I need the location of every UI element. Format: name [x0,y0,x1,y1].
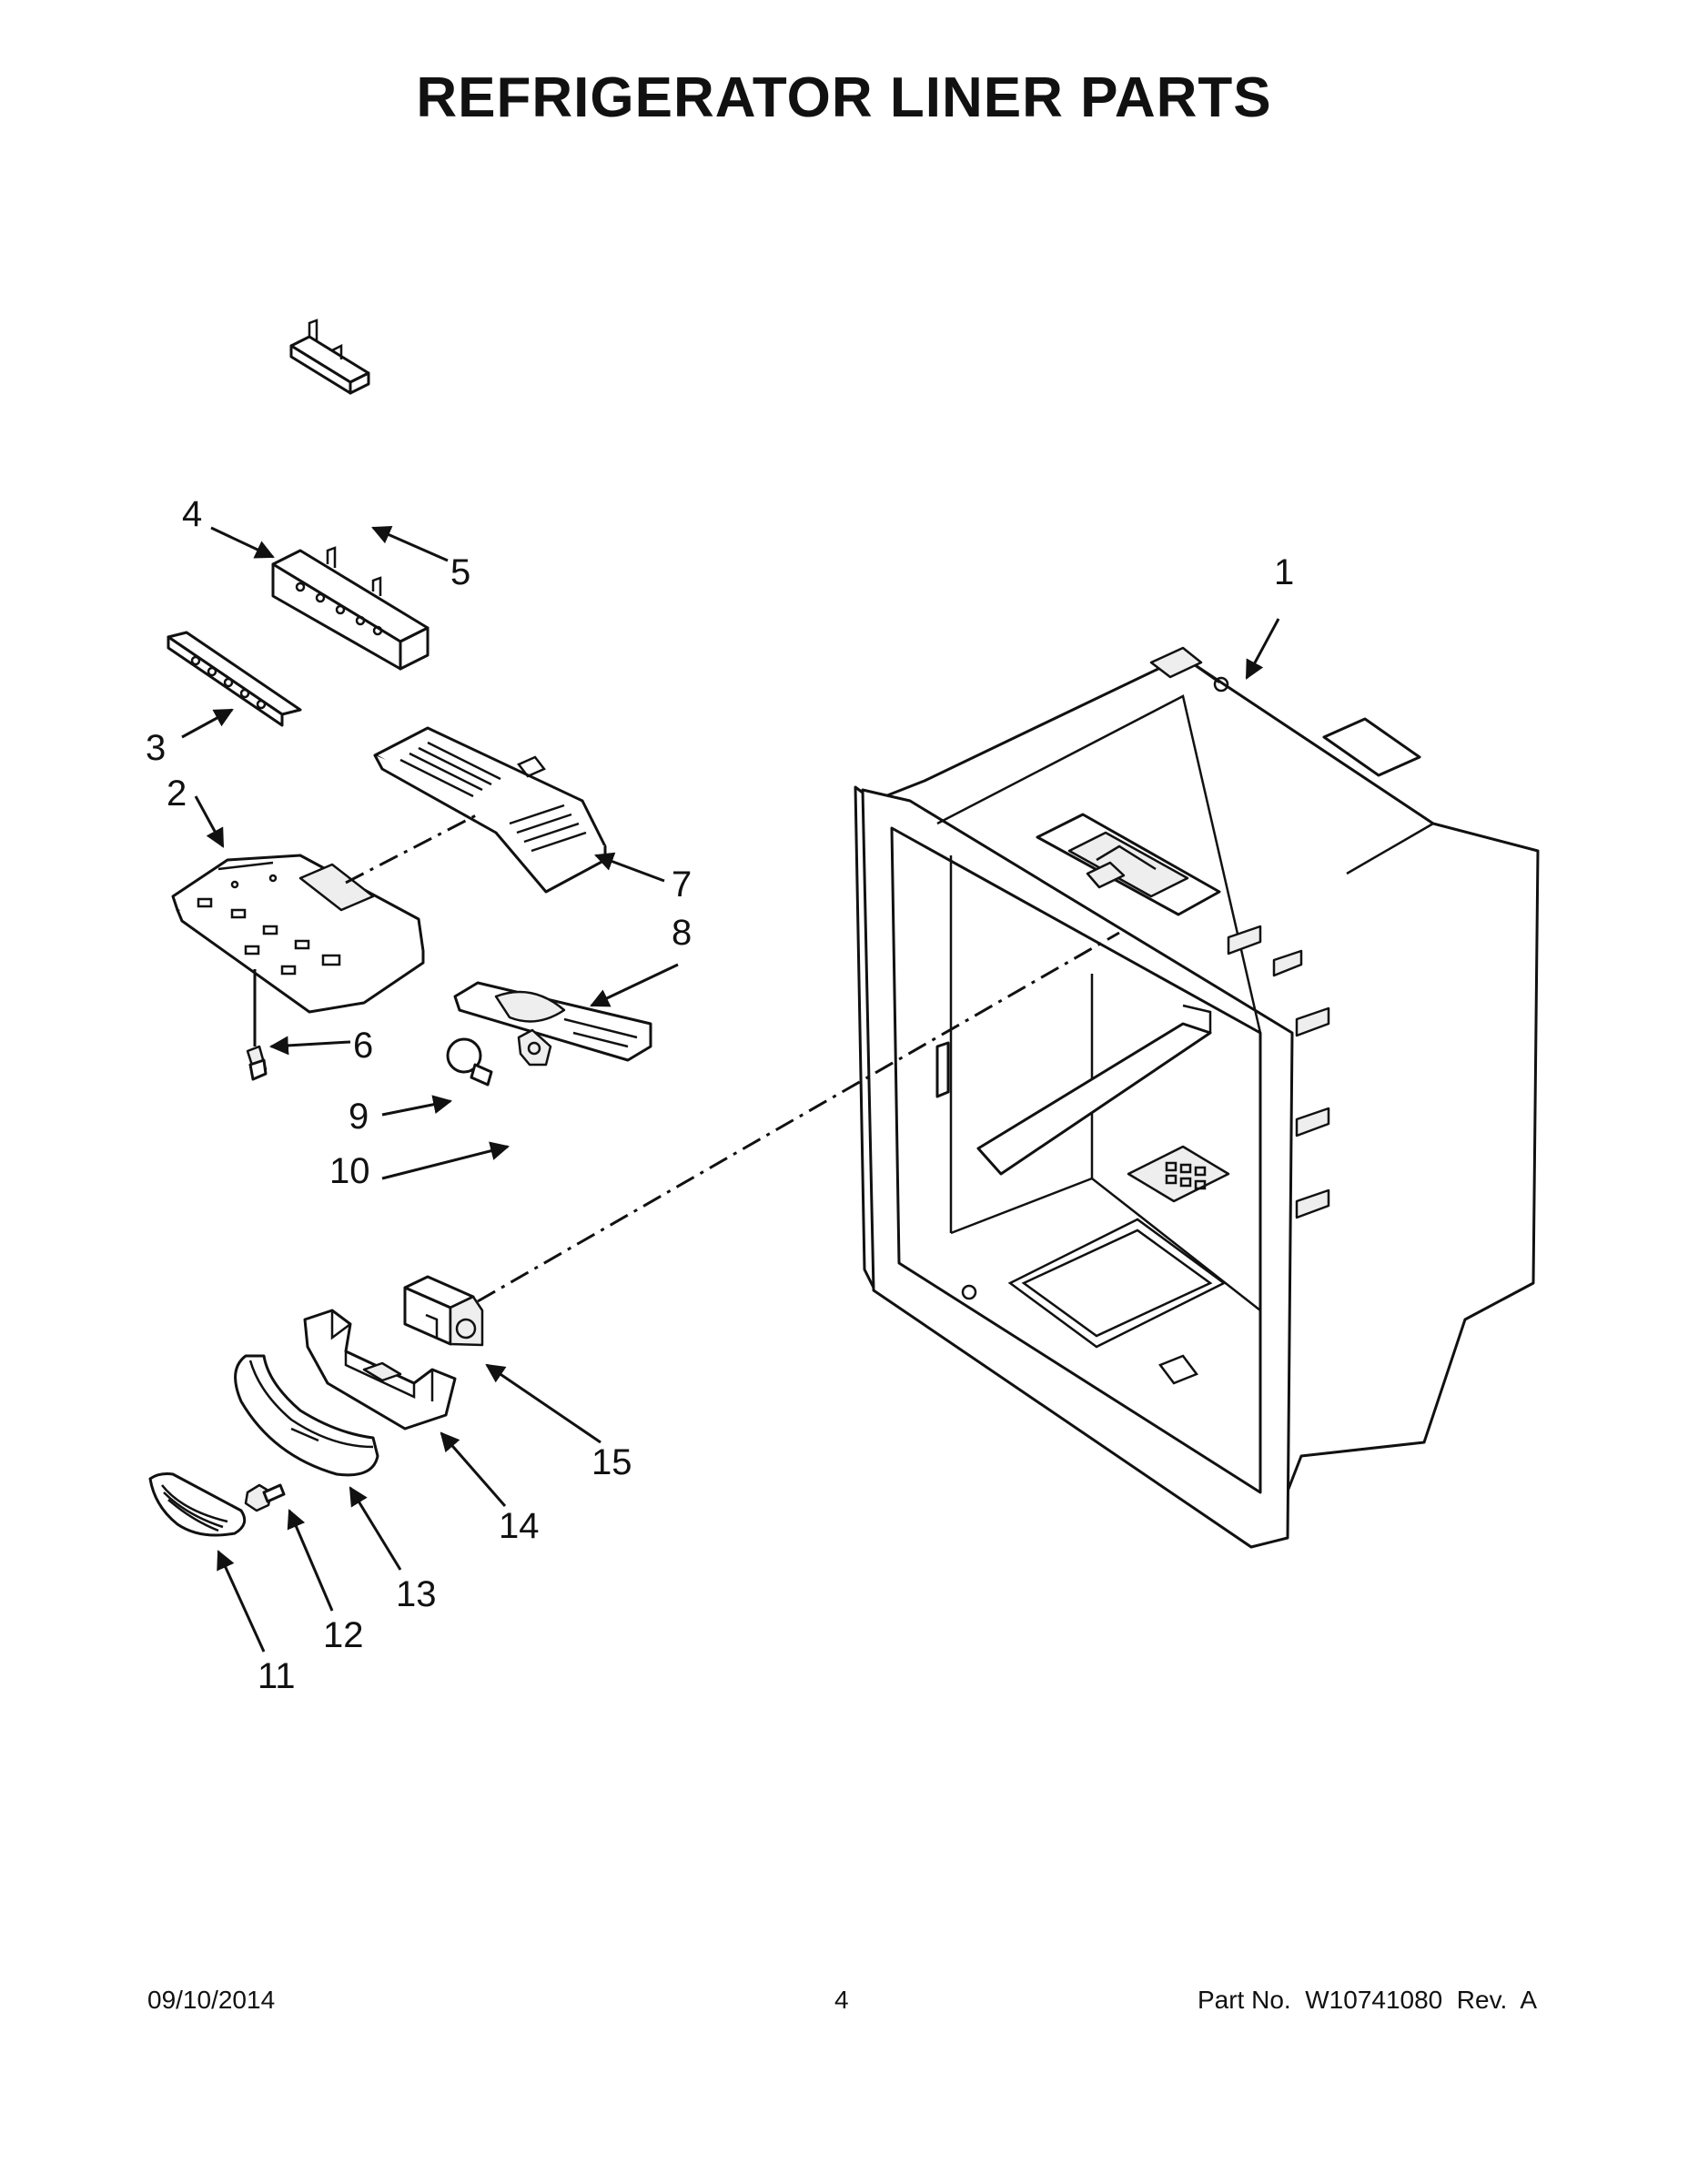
part-8-lens[interactable] [453,981,652,1062]
page-title: REFRIGERATOR LINER PARTS [416,66,1272,129]
callout-7: 7 [672,864,692,905]
footer-page-number: 4 [834,1986,849,2014]
part-12-screw[interactable] [244,1483,286,1512]
part-14-bracket[interactable] [303,1309,457,1431]
callout-numbers: 1 2 3 4 5 6 7 8 9 10 11 12 13 14 15 [146,494,1294,1696]
callout-5: 5 [450,552,470,592]
callout-14: 14 [499,1506,540,1546]
footer-part-number: Part No. W10741080 Rev. A [1197,1986,1537,2014]
part-6-switch[interactable] [246,1045,268,1081]
callout-3: 3 [146,728,166,768]
assembly-lines [253,813,1120,1303]
part-1-liner[interactable] [854,646,1540,1549]
part-3-overlay[interactable] [167,631,302,727]
part-4-housing[interactable] [271,546,430,671]
part-11-grille[interactable] [148,1472,247,1537]
part-10-socket[interactable] [517,1028,552,1067]
callout-13: 13 [396,1574,437,1614]
callout-2: 2 [167,774,187,814]
part-13-bezel[interactable] [234,1354,379,1477]
callout-10: 10 [329,1151,370,1191]
callout-15: 15 [591,1442,632,1482]
callout-12: 12 [323,1615,364,1655]
callout-4: 4 [182,494,202,534]
part-7-cover[interactable] [373,726,607,894]
footer-date: 09/10/2014 [147,1986,276,2014]
callout-11: 11 [258,1656,296,1696]
callout-1: 1 [1274,552,1294,592]
callout-8: 8 [672,913,692,953]
leader-lines [181,525,1280,1653]
callout-9: 9 [349,1097,369,1137]
part-5-bracket[interactable] [289,318,370,395]
part-15-module[interactable] [403,1275,484,1347]
part-9-bulb[interactable] [446,1037,493,1087]
part-2-light-housing[interactable] [171,854,425,1014]
callout-6: 6 [353,1026,373,1066]
